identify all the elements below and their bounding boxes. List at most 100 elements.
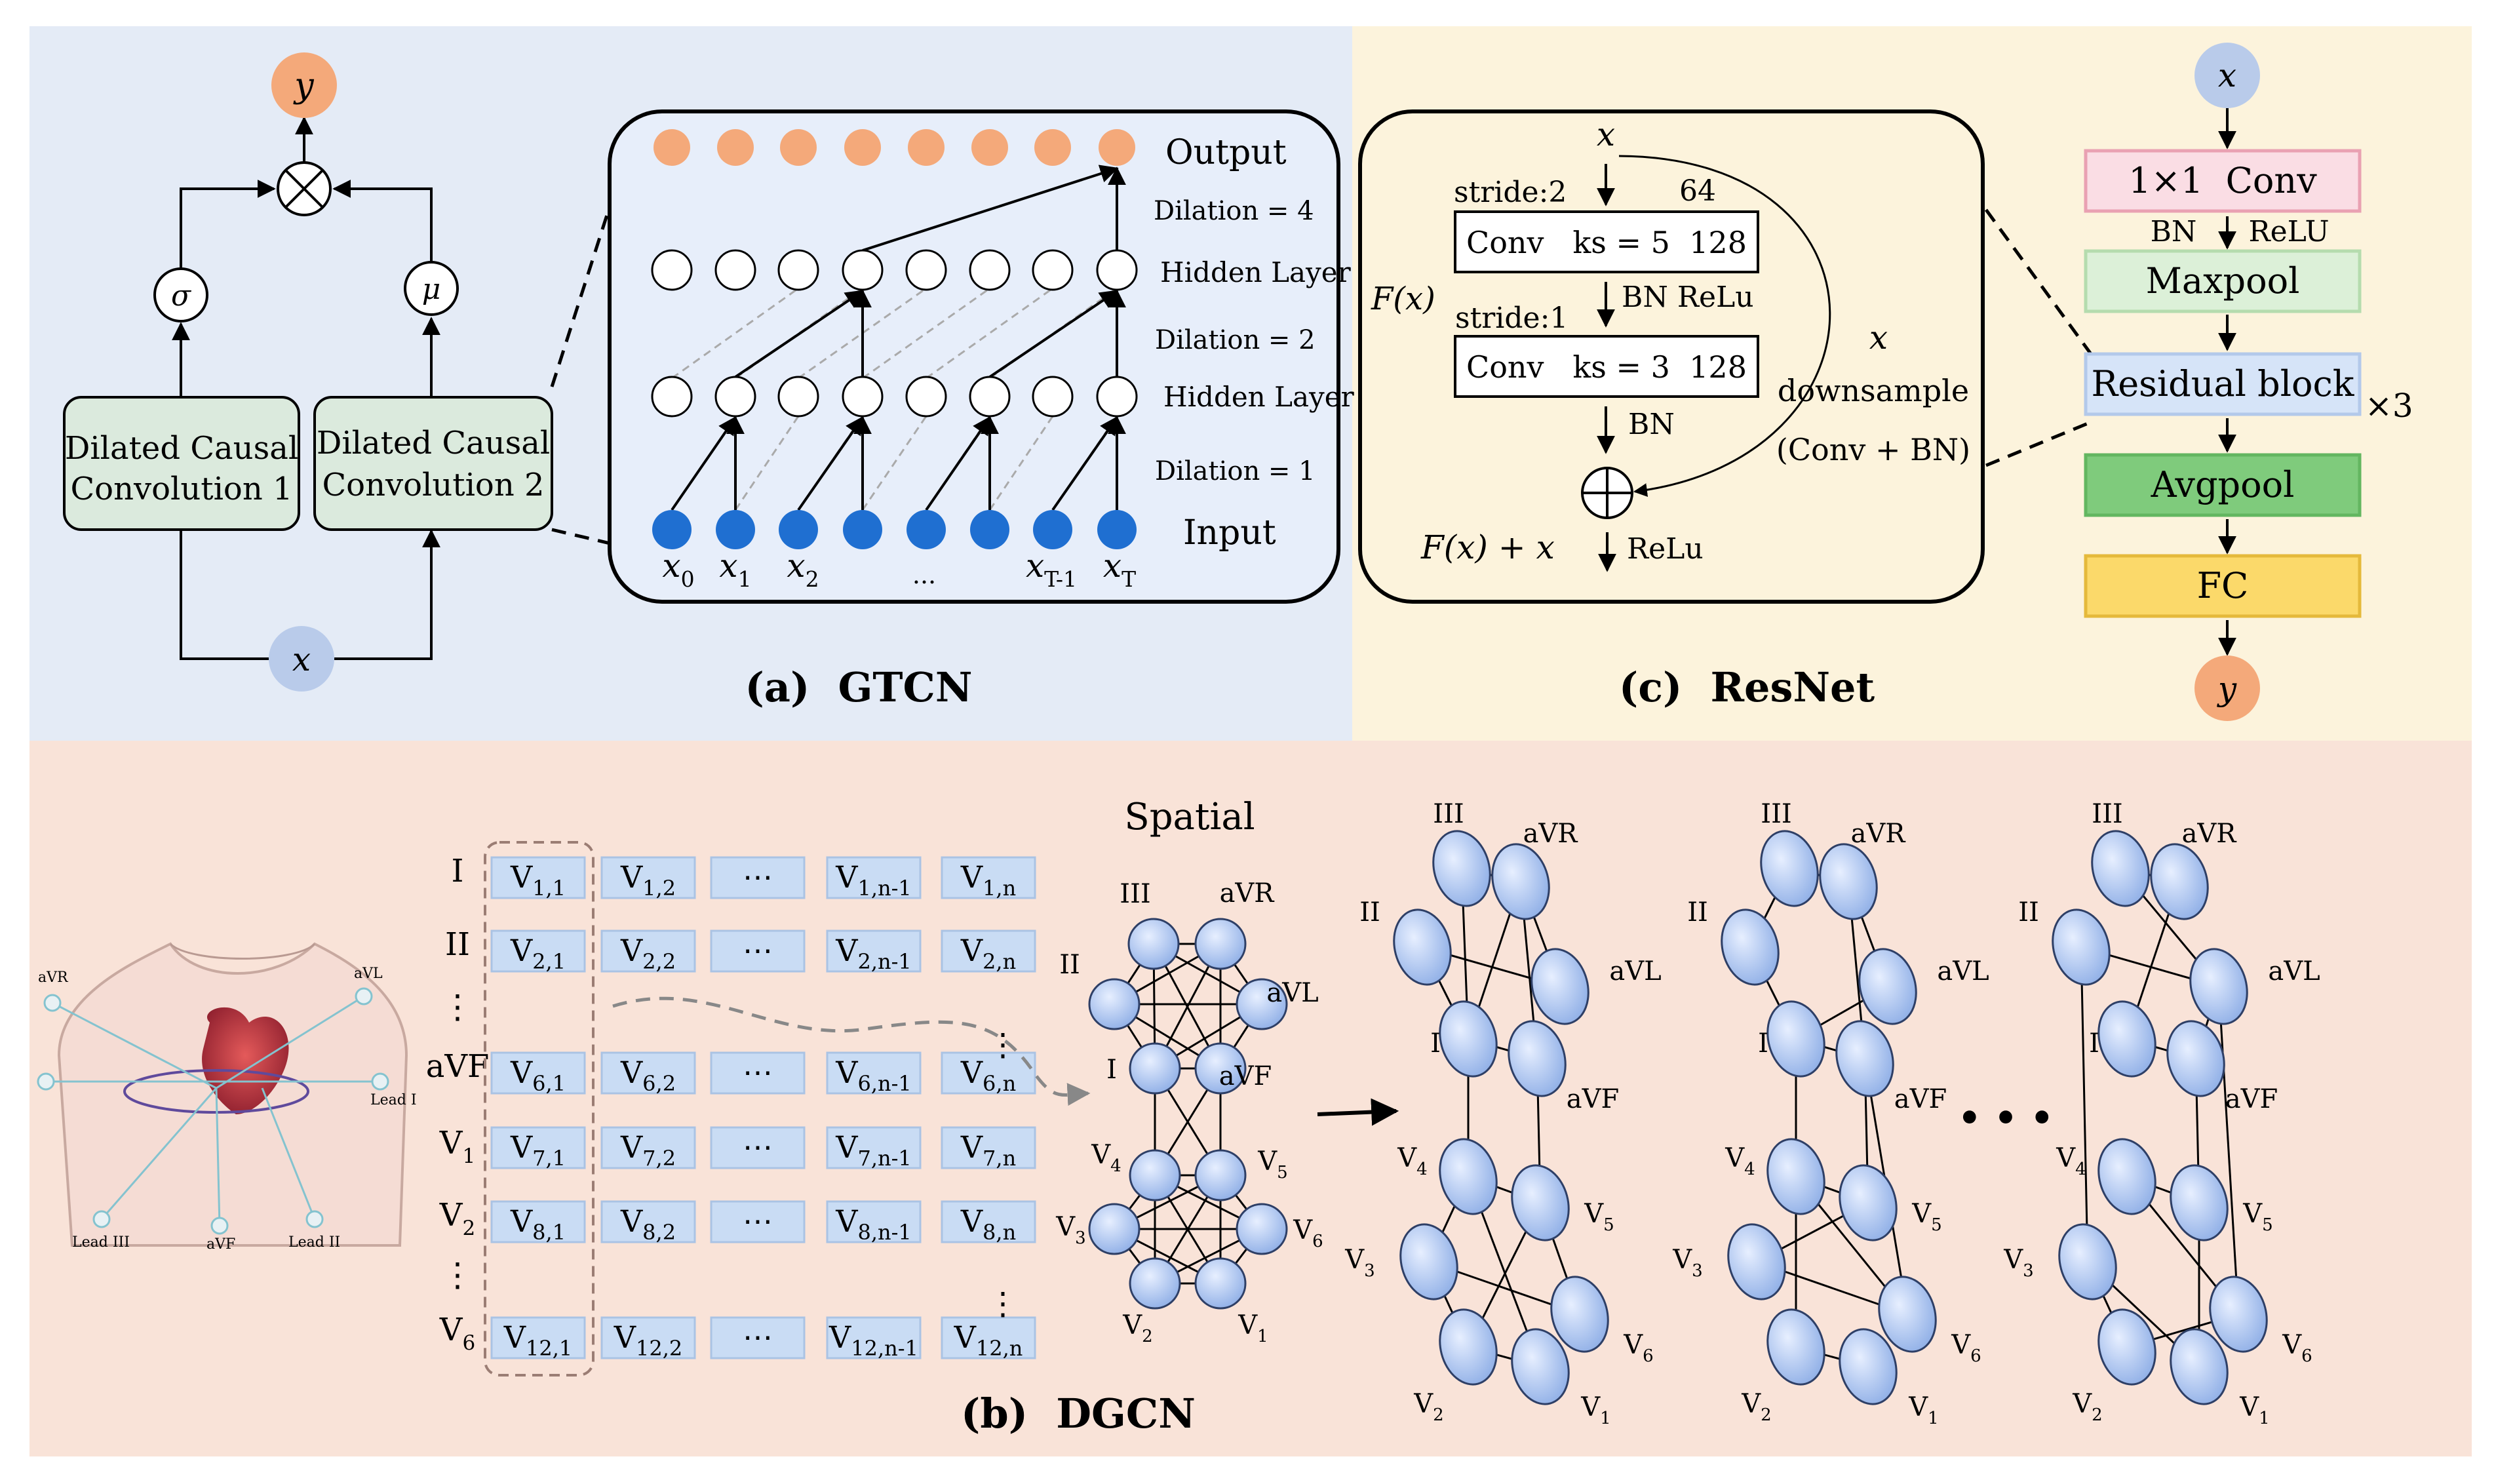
dynamic-node-label-sub: 5 [1603,1215,1614,1235]
dynamic-node-label-sub: 3 [1692,1261,1703,1281]
cell-sub: 12,2 [636,1336,682,1361]
matrix-cell-text: ⋯ [743,1055,773,1090]
cell-base: ⋯ [743,1055,773,1090]
matrix-cell-text: V6,n-1 [835,1055,912,1096]
panel-b-background [29,741,2472,1456]
graph-ellipsis: • • • [1958,1097,2054,1140]
pipe-avgpool-box [2084,453,2362,517]
lead-node [2091,830,2150,907]
dynamic-node-label: V3 [1344,1245,1375,1281]
tcn-nodes [651,129,1138,549]
dynamic-node-label-sub: 1 [1928,1409,1939,1428]
lead-node [1393,908,1452,986]
lead-node [1531,948,1589,1025]
dynamic-node-label: V5 [1584,1199,1614,1235]
inactive-edge [734,416,800,511]
lead-node [1858,948,1917,1025]
matrix-cell-text: V12,n-1 [829,1319,918,1361]
cell-base: V [835,933,858,968]
row-label: ⋮ [441,1256,474,1294]
hidden-node [1096,376,1138,418]
dynamic-node-label: III [2092,799,2122,829]
row-label: V6 [439,1312,475,1355]
electrode [305,1210,324,1228]
lead-node [1839,1164,1898,1241]
pipe-x-label: x [2218,56,2236,94]
pipe-avgpool-text: Avgpool [2151,464,2295,505]
cell-base: V [620,933,643,968]
dynamic-node-label: aVL [1937,956,1989,986]
matrix-cell [826,1200,922,1243]
lead-node [1236,1203,1288,1255]
tcn-dilation4-label: Dilation = 4 [1154,196,1314,226]
x-label: xT-1 [1026,547,1077,592]
cell-sub: 1,2 [642,876,676,901]
output-node [653,129,690,166]
rb-conv-bn: (Conv + BN) [1776,432,1970,467]
cell-base: ⋯ [743,1203,773,1239]
lead-node [1550,1276,1609,1353]
lead-node [2097,1308,2156,1386]
output-y-label: y [293,66,314,106]
spatial-node-label: III [1120,879,1150,909]
tcn-dilation2-label: Dilation = 2 [1155,325,1316,355]
dynamic-node-label: II [1359,897,1380,928]
matrix-cell-text: V1,n [960,859,1016,901]
lead-node [1508,1020,1567,1097]
matrix-cell-text: V12,2 [614,1319,682,1361]
panel-a: x Dilated Causal Convolution 1 Dilated C… [63,52,1355,711]
dynamic-node-label: II [1687,897,1708,928]
electrode [92,1210,111,1228]
hidden-node [905,249,947,291]
cell-base: V [954,1319,977,1355]
matrix-cell-text: V6,1 [510,1055,566,1096]
mu-label: μ [422,273,441,306]
hidden-node [714,249,756,291]
active-edge [925,416,991,511]
matrix-cell-text: V12,n [954,1319,1023,1361]
matrix-cell [600,1316,696,1359]
matrix-cell [710,1051,806,1095]
lead-node [1766,1138,1825,1215]
matrix-cell-text: ⋯ [743,1319,773,1355]
x-label-sub: 1 [738,566,752,592]
cell-sub: 6,n-1 [857,1071,911,1096]
dynamic-node-label: V2 [1413,1389,1443,1425]
rb-fx: F(x) [1371,281,1435,317]
dynamic-node-label: V2 [1741,1389,1771,1425]
spatial-node-label: aVF [1219,1061,1272,1091]
spatial-node-label-base: V [1293,1215,1313,1245]
lead-node [1766,1308,1825,1386]
electrode [43,994,62,1012]
cell-base: V [960,1055,983,1090]
active-edge [671,416,737,511]
dynamic-node-label: V5 [1911,1199,1941,1235]
dynamic-node-label: V1 [1580,1392,1610,1428]
rb-conv2-text: Conv ks = 3 128 [1466,349,1747,385]
dynamic-node-label-base: V [1344,1245,1365,1275]
dynamic-node-label: V5 [2242,1199,2272,1235]
output-node [1034,129,1071,166]
lead-node [1835,1020,1894,1097]
x-label-base: x [719,547,737,585]
cell-sub: 2,1 [532,949,566,974]
input-x-node [269,626,334,692]
dynamic-node-label-base: II [1359,897,1380,928]
cell-base: V [960,933,983,968]
x-label: x2 [787,547,819,592]
matrix-cell-text: V1,1 [510,859,566,901]
matrix-cell [710,1200,806,1243]
rb-conv2-box [1454,335,1759,398]
lead-node [2170,1164,2229,1241]
cell-sub: 8,n-1 [857,1220,911,1245]
cell-sub: 7,n-1 [857,1146,911,1171]
chest-lead1-label: Lead I [370,1092,417,1108]
lead-node [1760,830,1819,907]
cell-base: ⋯ [743,1319,773,1355]
cell-base: V [510,859,533,895]
cell-sub: 12,n [976,1336,1023,1361]
x-label-sub: T-1 [1044,566,1077,592]
first-column-highlight [484,841,595,1377]
dynamic-node-label: aVR [1851,819,1907,849]
